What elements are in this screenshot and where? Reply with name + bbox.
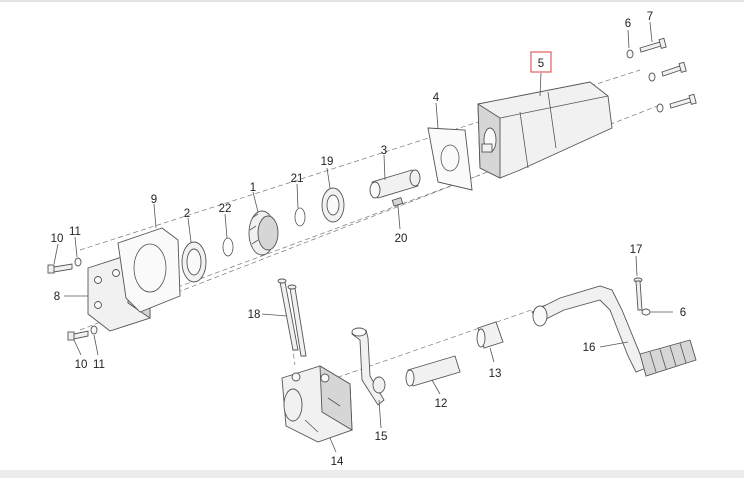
callout-11-top[interactable]: 11 [69, 226, 81, 238]
callout-19[interactable]: 19 [321, 156, 334, 168]
callout-labels: 1 2 3 4 5 6 6 7 8 9 10 10 11 11 12 13 14… [51, 11, 687, 468]
bottom-border [0, 470, 744, 478]
callout-2[interactable]: 2 [184, 208, 190, 220]
callout-15[interactable]: 15 [375, 431, 388, 443]
callout-8[interactable]: 8 [54, 291, 60, 303]
callout-7[interactable]: 7 [647, 11, 653, 23]
callout-5[interactable]: 5 [538, 58, 544, 70]
callout-12[interactable]: 12 [435, 398, 448, 410]
callout-1[interactable]: 1 [250, 182, 256, 194]
callout-9[interactable]: 9 [151, 194, 157, 206]
part-11-washers[interactable] [74, 257, 98, 335]
part-19-bearing[interactable] [321, 187, 345, 223]
part-9-gasket-plate[interactable] [117, 227, 181, 313]
part-6-washer-top[interactable] [626, 49, 664, 113]
part-7-bolts[interactable] [639, 37, 697, 109]
callout-6-top[interactable]: 6 [625, 18, 631, 30]
part-18-long-bolts[interactable] [277, 278, 307, 357]
part-15-curved-pipe[interactable] [351, 327, 386, 406]
callout-14[interactable]: 14 [331, 456, 344, 468]
callout-3[interactable]: 3 [381, 145, 387, 157]
part-16-suction-pipe[interactable] [531, 285, 697, 377]
callout-10-bottom[interactable]: 10 [75, 359, 88, 371]
part-17-bolt[interactable] [633, 277, 643, 311]
part-1-gear[interactable] [248, 210, 279, 256]
callout-22[interactable]: 22 [219, 203, 232, 215]
part-5-hydraulic-pump[interactable] [477, 81, 613, 179]
part-12-sleeve[interactable] [405, 355, 461, 387]
callout-4[interactable]: 4 [433, 92, 440, 104]
callout-11-bottom[interactable]: 11 [93, 359, 105, 371]
part-13-fitting[interactable] [476, 321, 504, 349]
part-14-pump-housing[interactable] [281, 365, 353, 443]
callout-10-top[interactable]: 10 [51, 233, 64, 245]
callout-13[interactable]: 13 [489, 368, 502, 380]
part-6-washer-pipe[interactable] [641, 308, 651, 316]
callout-20[interactable]: 20 [395, 233, 408, 245]
callout-6-pipe[interactable]: 6 [680, 307, 686, 319]
part-20-key[interactable] [391, 197, 404, 207]
callout-17[interactable]: 17 [630, 244, 643, 256]
part-2-bearing[interactable] [181, 241, 207, 283]
part-10-bolts[interactable] [47, 263, 89, 341]
callout-21[interactable]: 21 [291, 173, 304, 185]
top-border [0, 0, 744, 2]
callout-16[interactable]: 16 [583, 342, 596, 354]
highlight-box-part-5 [530, 51, 552, 73]
part-4-mounting-gasket[interactable] [427, 127, 473, 191]
part-3-shaft-coupling[interactable] [369, 169, 421, 199]
leader-lines [53, 21, 673, 453]
part-21-snap-ring[interactable] [294, 207, 306, 227]
part-22-snap-ring[interactable] [222, 237, 234, 257]
callout-18[interactable]: 18 [248, 309, 261, 321]
